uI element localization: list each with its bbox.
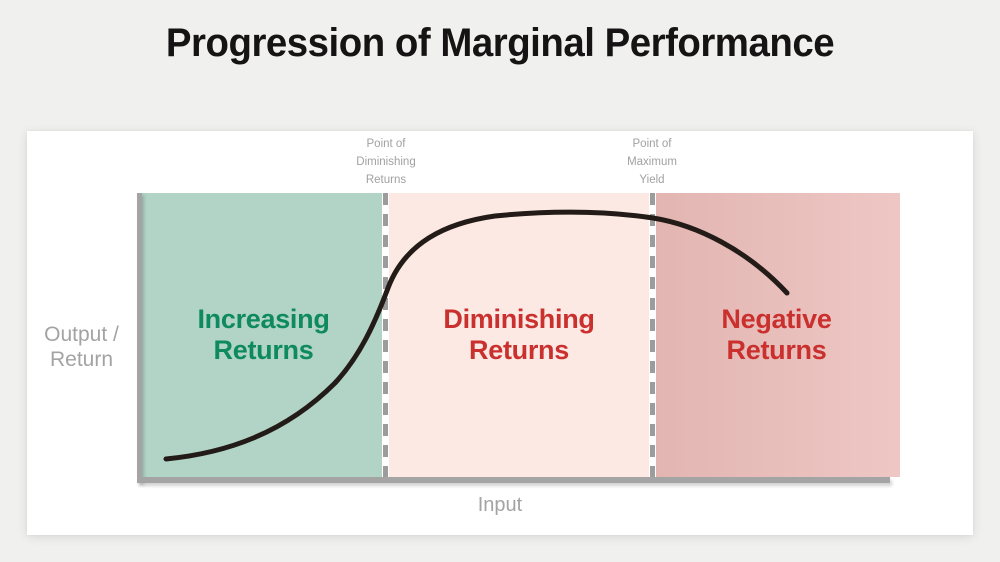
zone-negative-returns: Negative Returns	[653, 193, 900, 477]
y-axis-line	[137, 193, 142, 483]
zone-strip: Increasing Returns Diminishing Returns N…	[142, 193, 900, 477]
zone-label-line: Negative	[721, 304, 832, 334]
annotation-line: Diminishing	[356, 156, 416, 168]
annotation-point-of-maximum-yield: Point of Maximum Yield	[577, 135, 727, 189]
zone-increasing-returns: Increasing Returns	[142, 193, 385, 477]
annotation-line: Maximum	[627, 156, 677, 168]
y-axis-label-line: Output /	[44, 323, 119, 346]
x-axis-line	[137, 477, 890, 483]
zone-label-increasing-returns: Increasing Returns	[197, 304, 329, 366]
annotation-line: Yield	[639, 174, 665, 186]
zone-label-line: Increasing	[197, 304, 330, 334]
page-title: Progression of Marginal Performance	[165, 21, 835, 65]
y-axis-label-line: Return	[49, 348, 114, 371]
annotation-point-of-diminishing-returns: Point of Diminishing Returns	[311, 135, 461, 189]
zone-label-negative-returns: Negative Returns	[721, 304, 831, 366]
zone-label-diminishing-returns: Diminishing Returns	[443, 304, 595, 366]
zone-label-line: Returns	[213, 335, 314, 365]
y-axis-label: Output / Return	[29, 322, 134, 372]
zone-label-line: Diminishing	[443, 304, 595, 334]
annotation-line: Point of	[632, 138, 672, 150]
dashed-line-pattern	[650, 193, 655, 477]
zone-label-line: Returns	[726, 335, 827, 365]
zone-diminishing-returns: Diminishing Returns	[385, 193, 653, 477]
annotation-line: Returns	[365, 174, 407, 186]
annotation-line: Point of	[366, 138, 406, 150]
zone-label-line: Returns	[469, 335, 569, 365]
dashed-line-pattern	[383, 193, 388, 477]
diagram-card: Point of Diminishing Returns Point of Ma…	[27, 131, 973, 535]
dashed-line-point-of-maximum-yield	[649, 193, 656, 477]
dashed-line-point-of-diminishing-returns	[382, 193, 389, 477]
x-axis-label: Input	[477, 494, 523, 516]
